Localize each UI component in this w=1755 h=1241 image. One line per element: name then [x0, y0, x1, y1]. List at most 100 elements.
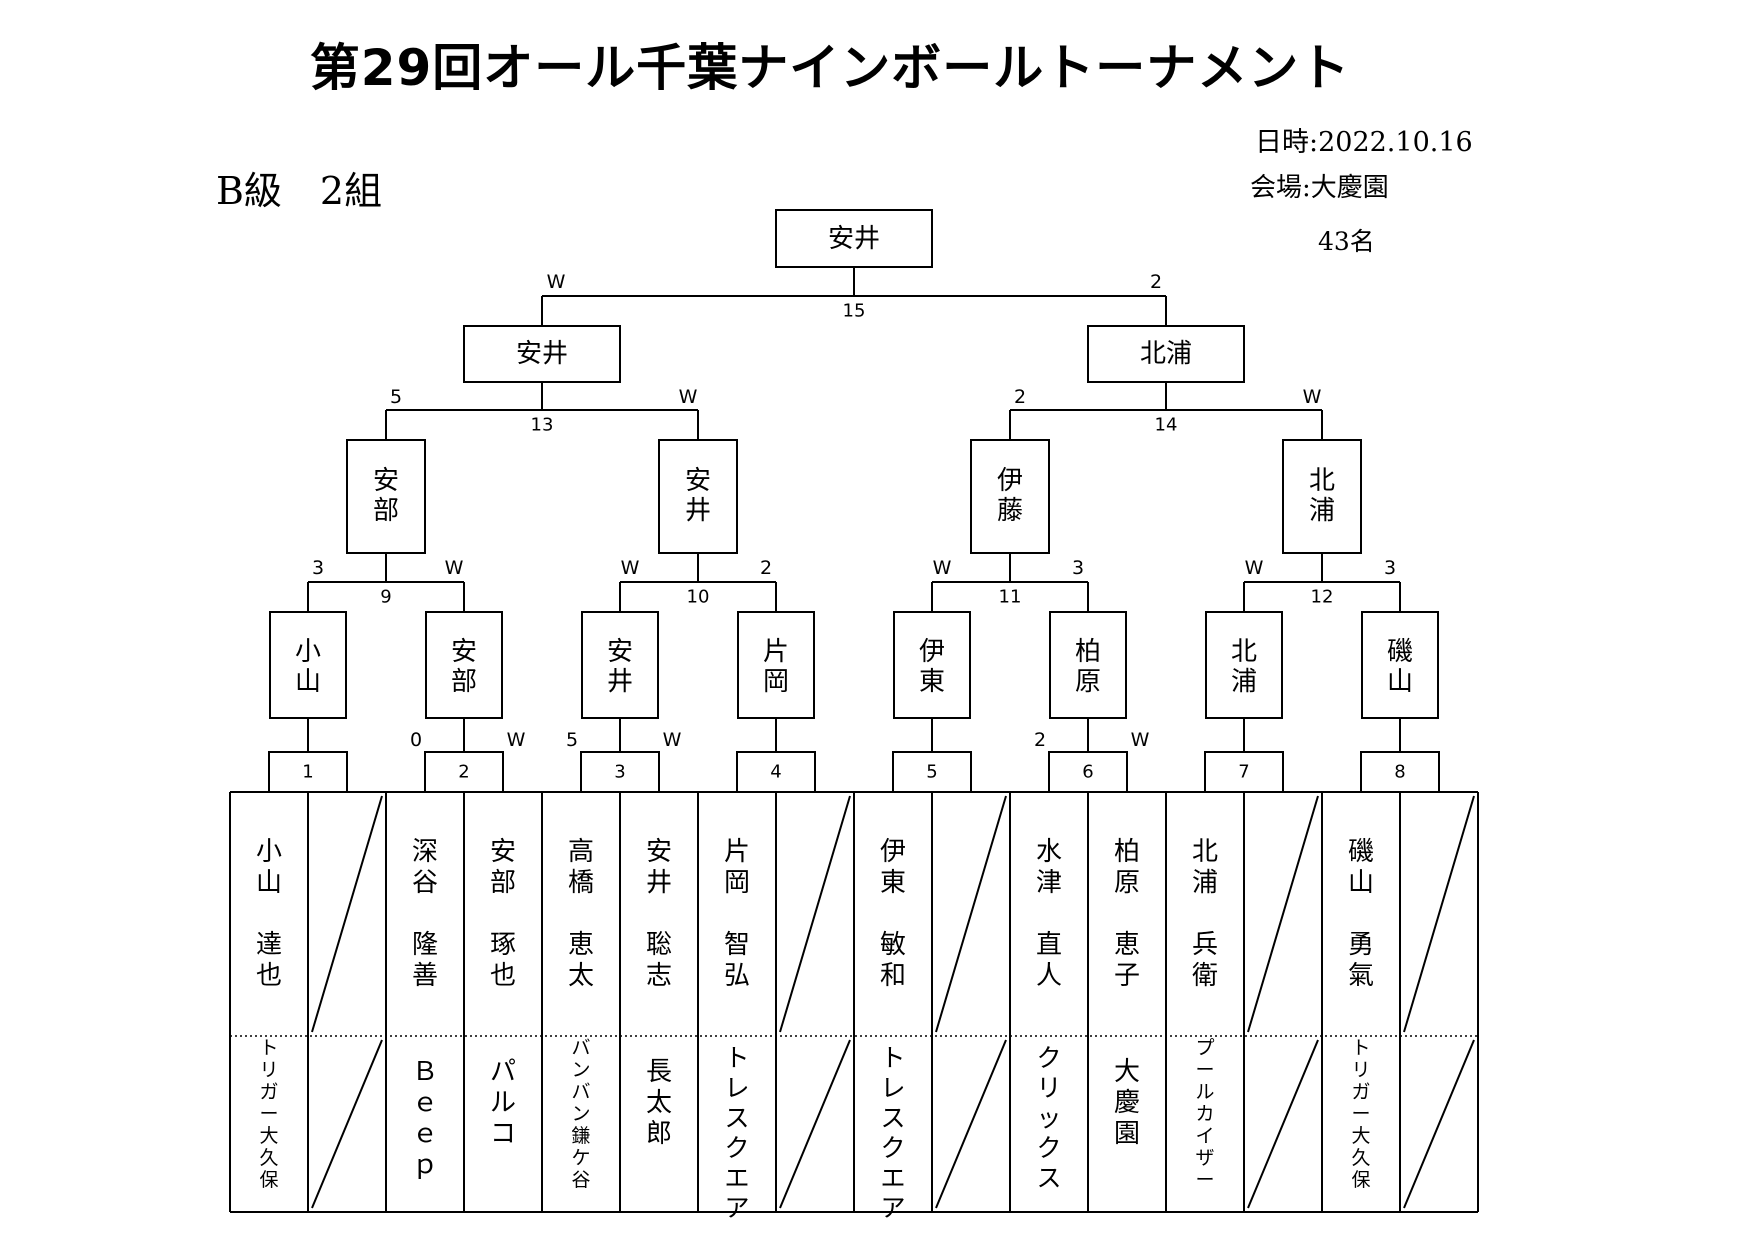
- bye-slash: [311, 1039, 383, 1209]
- vertical-char: 岡: [763, 667, 789, 697]
- vertical-char: 直: [1036, 930, 1062, 960]
- score-right: 2: [760, 557, 772, 579]
- vertical-char: 小: [256, 837, 282, 867]
- winner-box: [893, 611, 971, 719]
- vertical-char: 郎: [646, 1119, 672, 1149]
- match-number: 8: [1394, 762, 1405, 783]
- vertical-char: ト: [880, 1044, 905, 1073]
- vertical-char: 太: [568, 961, 594, 991]
- vertical-char: レ: [880, 1074, 905, 1103]
- bye-slash: [1403, 795, 1475, 1033]
- champion-box: [775, 209, 933, 268]
- score-left: 3: [312, 557, 324, 579]
- vertical-char: ル: [490, 1088, 516, 1118]
- vertical-char: 達: [256, 930, 282, 960]
- vertical-char: 片: [763, 637, 789, 667]
- vertical-char: 久: [1351, 1147, 1370, 1169]
- vertical-char: Ｂ: [412, 1057, 438, 1087]
- vertical-char: 勇: [1348, 930, 1374, 960]
- score-left: W: [547, 271, 566, 293]
- vertical-char: バ: [571, 1081, 590, 1103]
- bye-slash: [1247, 1039, 1319, 1209]
- vertical-char: ガ: [1351, 1081, 1370, 1103]
- vertical-char: 伊: [919, 637, 945, 667]
- vertical-char: ー: [259, 1103, 278, 1125]
- vertical-char: 浦: [1231, 667, 1257, 697]
- match-number: 1: [302, 762, 313, 783]
- vertical-char: 保: [1351, 1169, 1370, 1191]
- winner-name: 北浦: [1140, 339, 1192, 369]
- vertical-char: 聡: [646, 930, 672, 960]
- winner-box: [1205, 611, 1283, 719]
- vertical-char: ケ: [571, 1147, 590, 1169]
- vertical-char: 深: [412, 837, 438, 867]
- score-right: W: [1131, 729, 1150, 751]
- vertical-char: エ: [880, 1164, 905, 1193]
- match-number-box: [268, 751, 348, 793]
- vertical-char: 隆: [412, 930, 438, 960]
- vertical-char: 橋: [568, 868, 594, 898]
- vertical-char: 園: [1114, 1119, 1140, 1149]
- bye-slash: [935, 795, 1007, 1033]
- vertical-char: ス: [880, 1104, 905, 1133]
- winner-name: 伊東: [919, 637, 945, 697]
- match-number-box: [736, 751, 816, 793]
- match-number-box: [1360, 751, 1440, 793]
- match-number: 11: [999, 587, 1022, 608]
- score-left: 2: [1014, 386, 1026, 408]
- vertical-char: ク: [1036, 1134, 1061, 1163]
- winner-name: 小山: [295, 637, 321, 697]
- vertical-char: 敏: [880, 930, 906, 960]
- vertical-char: 伊: [997, 466, 1023, 496]
- vertical-char: ｅ: [412, 1088, 438, 1118]
- vertical-char: 北: [1192, 837, 1218, 867]
- winner-name: 北浦: [1309, 466, 1335, 526]
- winner-name: 安井: [685, 466, 711, 526]
- vertical-char: ザ: [1195, 1147, 1214, 1169]
- vertical-char: ガ: [259, 1081, 278, 1103]
- score-left: 5: [390, 386, 402, 408]
- vertical-char: 原: [1075, 667, 1101, 697]
- vertical-char: 谷: [571, 1169, 590, 1191]
- vertical-char: 安: [685, 466, 711, 496]
- vertical-char: 恵: [1114, 930, 1140, 960]
- winner-box: [1087, 325, 1245, 383]
- vertical-char: 久: [259, 1147, 278, 1169]
- vertical-char: 衛: [1192, 961, 1218, 991]
- vertical-char: レ: [724, 1074, 749, 1103]
- champion-name: 安井: [828, 224, 880, 254]
- vertical-char: 志: [646, 961, 672, 991]
- vertical-char: 片: [724, 837, 750, 867]
- vertical-char: 兵: [1192, 930, 1218, 960]
- score-left: 0: [410, 729, 422, 751]
- match-number: 3: [614, 762, 625, 783]
- score-left: 2: [1034, 729, 1046, 751]
- vertical-char: ー: [1195, 1169, 1214, 1191]
- vertical-char: 善: [412, 961, 438, 991]
- vertical-char: 恵: [568, 930, 594, 960]
- vertical-char: ｅ: [412, 1119, 438, 1149]
- vertical-char: 也: [256, 961, 282, 991]
- vertical-char: 大: [1351, 1125, 1370, 1147]
- vertical-char: バ: [571, 1037, 590, 1059]
- vertical-char: 山: [256, 868, 282, 898]
- vertical-char: ー: [1195, 1059, 1214, 1081]
- bye-slash: [1247, 795, 1319, 1033]
- vertical-char: 也: [490, 961, 516, 991]
- match-number: 14: [1155, 415, 1178, 436]
- vertical-char: ス: [1036, 1164, 1061, 1193]
- score-right: W: [679, 386, 698, 408]
- vertical-char: 大: [259, 1125, 278, 1147]
- match-number: 7: [1238, 762, 1249, 783]
- vertical-char: 保: [259, 1169, 278, 1191]
- vertical-char: リ: [259, 1059, 278, 1081]
- vertical-char: ン: [571, 1103, 590, 1125]
